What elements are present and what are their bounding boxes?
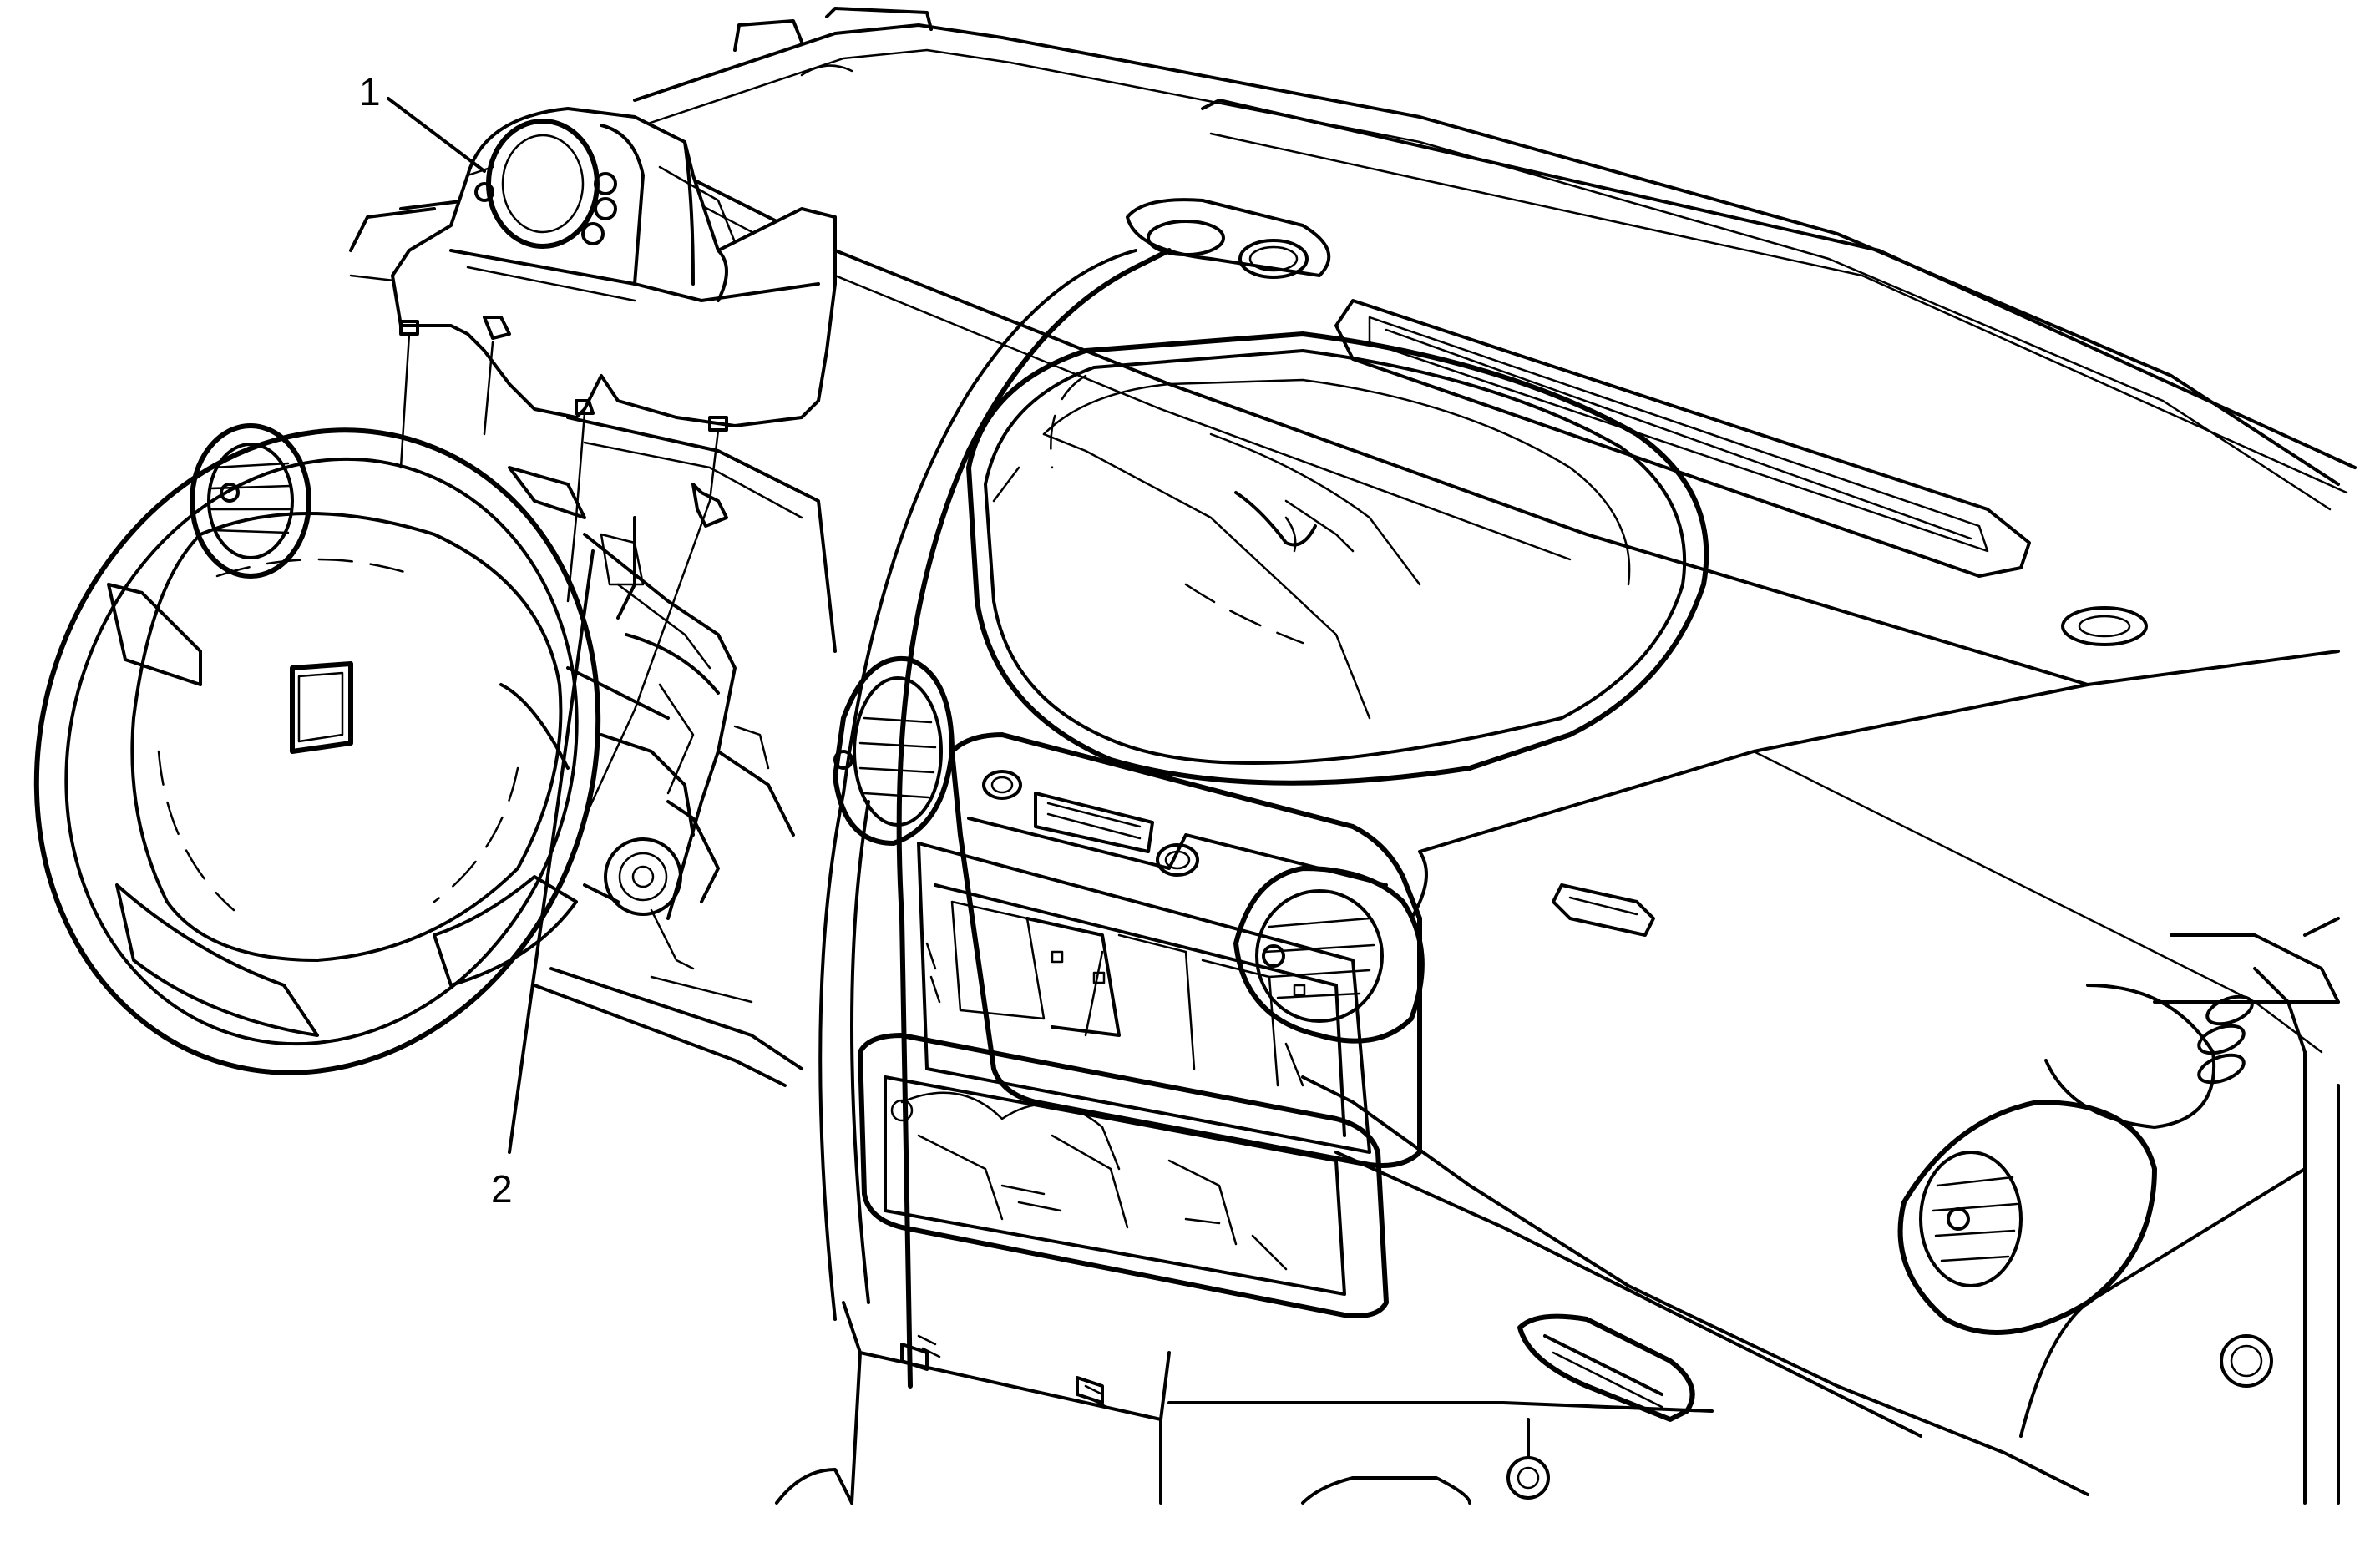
passenger-side-knobs: [2197, 994, 2273, 1388]
center-right-vent: [1233, 866, 1425, 1044]
callout-1-leader: [387, 97, 486, 173]
dashboard-top-pad: [633, 7, 2357, 686]
passenger-air-vent: [1897, 1100, 2157, 1335]
center-left-vent: [833, 655, 955, 846]
fastener-lines: [399, 332, 728, 820]
steering-wheel: [33, 427, 601, 1075]
callout-label-1: 1: [359, 70, 381, 114]
center-stack: [842, 732, 1422, 1505]
left-air-vent: [190, 423, 311, 579]
center-defrost-vent: [1334, 299, 2148, 646]
callout-2-leader: [508, 549, 595, 1154]
center-pod: [818, 248, 1709, 1389]
top-speaker-grille: [1126, 198, 1331, 279]
callout-label-2: 2: [491, 1167, 513, 1211]
column-upper-cover: [391, 107, 837, 432]
lower-trim: [775, 1401, 1714, 1505]
glovebox-handle: [1517, 1313, 1695, 1422]
passenger-dashboard: [1284, 650, 2340, 1505]
